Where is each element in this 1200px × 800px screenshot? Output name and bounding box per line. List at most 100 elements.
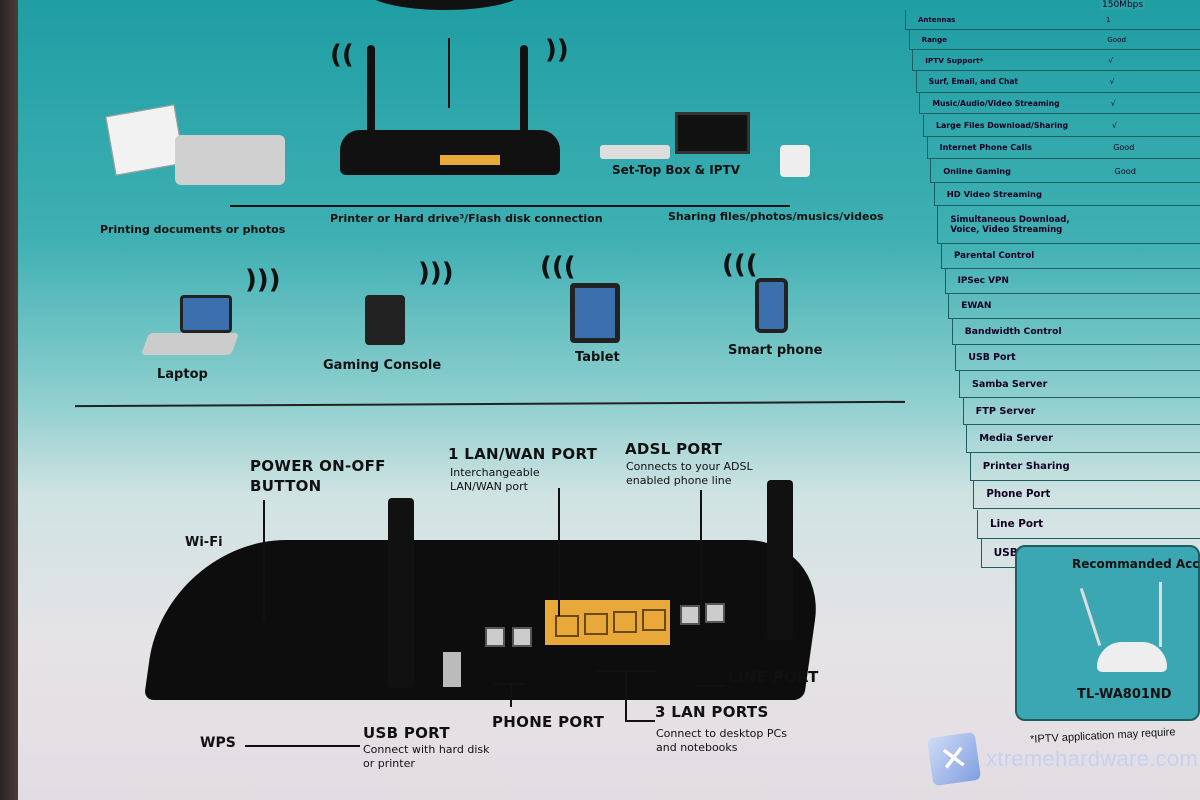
wps-label: WPS	[200, 735, 236, 751]
device-label: Gaming Console	[323, 358, 442, 373]
leader-line	[695, 685, 725, 687]
row-label: Music/Audio/Video Streaming	[932, 98, 1060, 108]
row-label: Samba Server	[972, 378, 1048, 390]
table-row: Simultaneous Download, Voice, Video Stre…	[937, 206, 1200, 245]
usb-port	[443, 652, 461, 687]
leader-line	[263, 500, 265, 620]
row-label: IPTV Support*	[925, 55, 984, 65]
accessory-model: TL-WA801ND	[1077, 687, 1172, 702]
row-value: √	[1110, 98, 1116, 108]
table-row: IPTV Support* √	[912, 50, 1200, 72]
router-ports	[440, 155, 500, 165]
lan-ports-label: 3 LAN PORTS	[655, 703, 769, 721]
table-row: USB Port	[955, 344, 1200, 372]
line-port	[680, 605, 700, 625]
connection-label: Printer or Hard drive³/Flash disk connec…	[330, 212, 603, 225]
row-label: Antennas	[918, 15, 956, 24]
row-label: Phone Port	[986, 489, 1051, 501]
usb-port-label: USB PORT	[363, 724, 450, 742]
connector-line	[230, 205, 790, 207]
row-label: Media Server	[979, 433, 1053, 444]
row-label: Online Gaming	[943, 165, 1011, 176]
row-label: Large Files Download/Sharing	[936, 120, 1069, 130]
lan-port	[584, 613, 608, 635]
sharing-label: Sharing files/photos/musics/videos	[668, 210, 884, 223]
antenna	[520, 45, 528, 140]
table-row: HD Video Streaming	[933, 182, 1200, 207]
leader-line	[700, 490, 702, 605]
row-label: EWAN	[961, 300, 992, 311]
leader-line	[494, 683, 526, 685]
antenna	[367, 45, 375, 140]
row-value: √	[1108, 55, 1114, 65]
usb-port-desc: Connect with hard disk or printer	[363, 743, 490, 770]
phone-port-label: PHONE PORT	[492, 713, 605, 731]
row-value: √	[1112, 120, 1117, 130]
row-value: Good	[1113, 143, 1135, 153]
phone-port	[485, 627, 505, 647]
antenna	[1159, 582, 1162, 647]
accessory-title: Recommanded Acc	[1072, 557, 1200, 571]
internet-cloud	[365, 0, 525, 10]
power-button-label: POWER ON-OFF BUTTON	[250, 457, 386, 495]
device-label: Tablet	[575, 350, 620, 365]
table-row: Antennas 1	[905, 10, 1200, 30]
row-label: Parental Control	[954, 251, 1035, 261]
wifi-icon: )))	[418, 258, 454, 288]
table-row: Online Gaming Good	[930, 159, 1200, 183]
row-value: Good	[1114, 165, 1136, 176]
lan-wan-port-desc: Interchangeable LAN/WAN port	[450, 466, 540, 493]
hard-drive-image	[780, 145, 810, 177]
wifi-icon: (((	[540, 252, 576, 282]
wifi-icon: )))	[245, 265, 281, 295]
wifi-icon: ((	[330, 40, 354, 70]
adsl-port-label: ADSL PORT	[625, 440, 723, 458]
lan-port	[613, 611, 637, 633]
adsl-port	[705, 603, 725, 623]
row-label: Simultaneous Download, Voice, Video Stre…	[950, 214, 1070, 235]
row-label: IPSec VPN	[957, 275, 1009, 286]
adsl-port-desc: Connects to your ADSL enabled phone line	[626, 460, 753, 487]
leader-line	[625, 672, 627, 722]
settop-box-image	[600, 145, 670, 159]
printer-image	[175, 135, 285, 185]
tv-image	[675, 112, 750, 154]
table-row: IPSec VPN	[944, 268, 1200, 294]
antenna	[388, 498, 414, 688]
row-label: Internet Phone Calls	[939, 143, 1032, 153]
table-row: Large Files Download/Sharing √	[923, 114, 1200, 137]
row-label: Surf, Email, and Chat	[928, 77, 1019, 87]
line-port-label: LINE PORT	[728, 668, 819, 686]
watermark-logo-icon: ✕	[926, 731, 982, 787]
laptop-icon	[180, 295, 232, 333]
leader-line	[245, 745, 360, 747]
divider	[75, 400, 905, 408]
laptop-base	[140, 333, 240, 355]
recommended-accessory: Recommanded Acc TL-WA801ND	[1015, 545, 1200, 721]
row-label: HD Video Streaming	[946, 188, 1042, 199]
table-header: 150Mbps	[1100, 0, 1146, 10]
antenna	[1079, 588, 1102, 646]
watermark-text: xtremehardware.com	[986, 746, 1199, 771]
table-row: Samba Server	[959, 371, 1200, 398]
table-row: Printer Sharing	[969, 452, 1200, 481]
table-row: Parental Control	[941, 244, 1200, 269]
wifi-icon: ))	[545, 35, 569, 65]
device-label: Laptop	[157, 367, 208, 382]
box-edge	[0, 0, 18, 800]
lan-ports-desc: Connect to desktop PCs and notebooks	[656, 727, 787, 754]
photos-image	[105, 104, 185, 176]
connector-line	[448, 38, 450, 108]
smartphone-icon	[755, 278, 788, 333]
row-value: 1	[1106, 15, 1111, 24]
device-label: Smart phone	[728, 343, 823, 358]
row-label: Range	[921, 35, 948, 45]
leader-line	[595, 670, 657, 672]
table-row: Music/Audio/Video Streaming √	[919, 92, 1200, 115]
wifi-icon: (((	[722, 250, 758, 280]
table-row: Internet Phone Calls Good	[926, 136, 1200, 160]
settop-label: Set-Top Box & IPTV	[612, 163, 741, 177]
leader-line	[627, 720, 655, 722]
